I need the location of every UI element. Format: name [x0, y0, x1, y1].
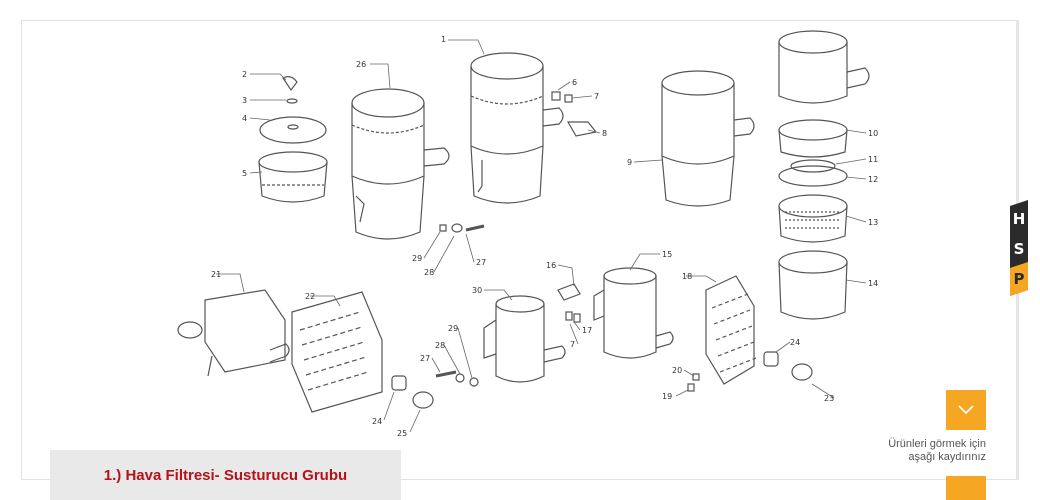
part-label: 30 [472, 286, 482, 295]
part-label: 7 [570, 340, 575, 349]
part-label: 9 [627, 158, 632, 167]
part-label: 2 [242, 70, 247, 79]
part-label: 21 [211, 270, 221, 279]
part-label: 22 [305, 292, 315, 301]
part-label: 5 [242, 169, 247, 178]
part-label: 10 [868, 129, 878, 138]
logo-letter: P [1014, 270, 1025, 288]
scroll-indicator [946, 476, 986, 500]
part-label: 17 [582, 326, 592, 335]
part-label: 8 [602, 129, 607, 138]
part-label: 1 [441, 35, 446, 44]
scroll-hint: Ürünleri görmek için aşağı kaydırınız [856, 438, 986, 464]
part-label: 26 [356, 60, 366, 69]
part-label: 27 [476, 258, 486, 267]
part-label: 28 [424, 268, 434, 277]
caption-title: 1.) Hava Filtresi- Susturucu Grubu [103, 466, 348, 484]
part-label: 15 [662, 250, 672, 259]
part-label: 16 [546, 261, 556, 270]
part-label: 6 [572, 78, 577, 87]
part-label: 18 [682, 272, 692, 281]
product-diagram-frame [21, 20, 1019, 480]
part-label: 25 [397, 429, 407, 438]
part-label: 3 [242, 96, 247, 105]
part-label: 23 [824, 394, 834, 403]
part-label: 12 [868, 175, 878, 184]
logo-letter: S [1014, 240, 1025, 258]
scroll-down-button[interactable] [946, 390, 986, 430]
part-label: 4 [242, 114, 247, 123]
scroll-hint-line1: Ürünleri görmek için [888, 438, 986, 450]
part-label: 27 [420, 354, 430, 363]
part-label: 29 [412, 254, 422, 263]
part-label: 29 [448, 324, 458, 333]
part-label: 11 [868, 155, 878, 164]
product-caption: 1.) Hava Filtresi- Susturucu Grubu [50, 450, 401, 500]
part-label: 19 [662, 392, 672, 401]
chevron-down-icon [958, 405, 974, 415]
part-label: 28 [435, 341, 445, 350]
part-label: 20 [672, 366, 682, 375]
logo-letter: H [1013, 210, 1026, 228]
part-label: 13 [868, 218, 878, 227]
part-label: 24 [372, 417, 382, 426]
part-label: 14 [868, 279, 878, 288]
hsp-vertical-logo: H S P [1010, 200, 1028, 296]
scroll-hint-line2: aşağı kaydırınız [908, 451, 986, 463]
part-label: 7 [594, 92, 599, 101]
part-label: 24 [790, 338, 800, 347]
